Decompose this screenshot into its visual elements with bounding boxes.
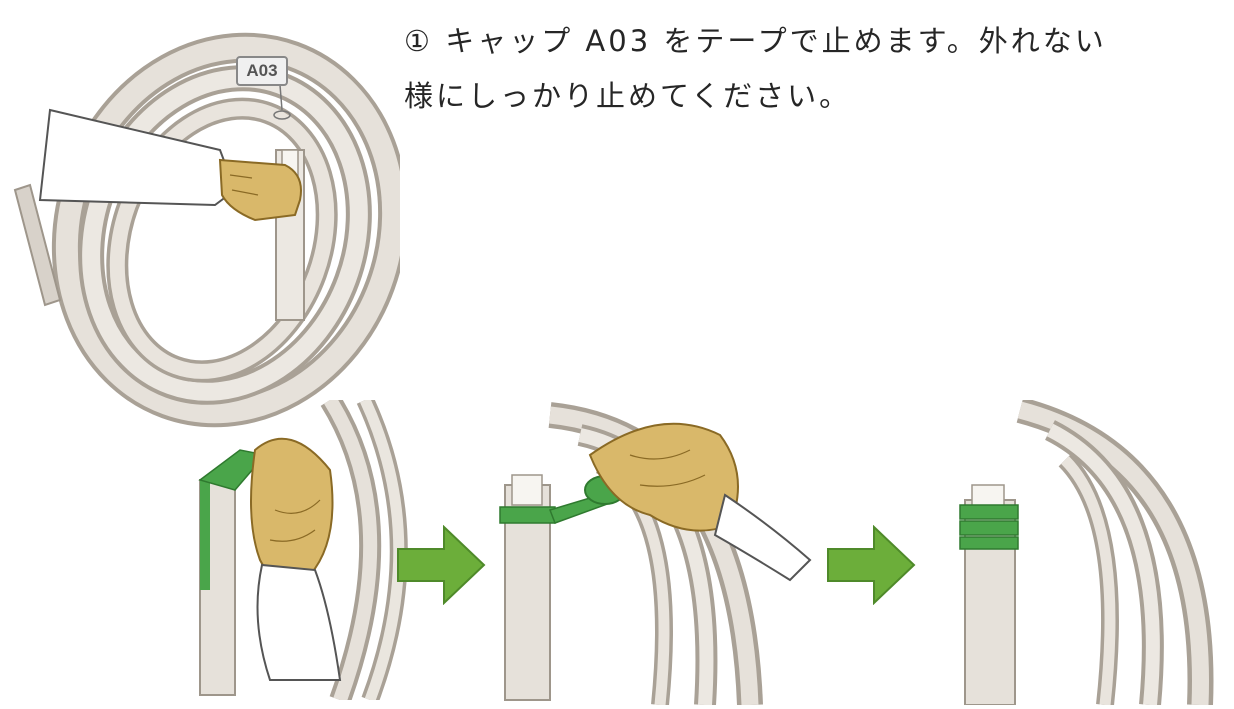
- cap-a03-label: A03: [236, 56, 288, 86]
- coiled-hose-illustration: [13, 32, 400, 428]
- step2-tape-wrap-illustration: [499, 402, 812, 705]
- next-step-arrow-1: [397, 525, 486, 605]
- instruction-text: ① キャップ A03 をテープで止めます。外れない 様にしっかり止めてください。: [404, 14, 1204, 124]
- step1-tape-start-illustration: [198, 400, 408, 700]
- step3-taped-cap-illustration: [959, 400, 1214, 705]
- instruction-line-1: ① キャップ A03 をテープで止めます。外れない: [404, 24, 1107, 58]
- next-step-arrow-2: [827, 525, 916, 605]
- instruction-line-2: 様にしっかり止めてください。: [404, 79, 852, 113]
